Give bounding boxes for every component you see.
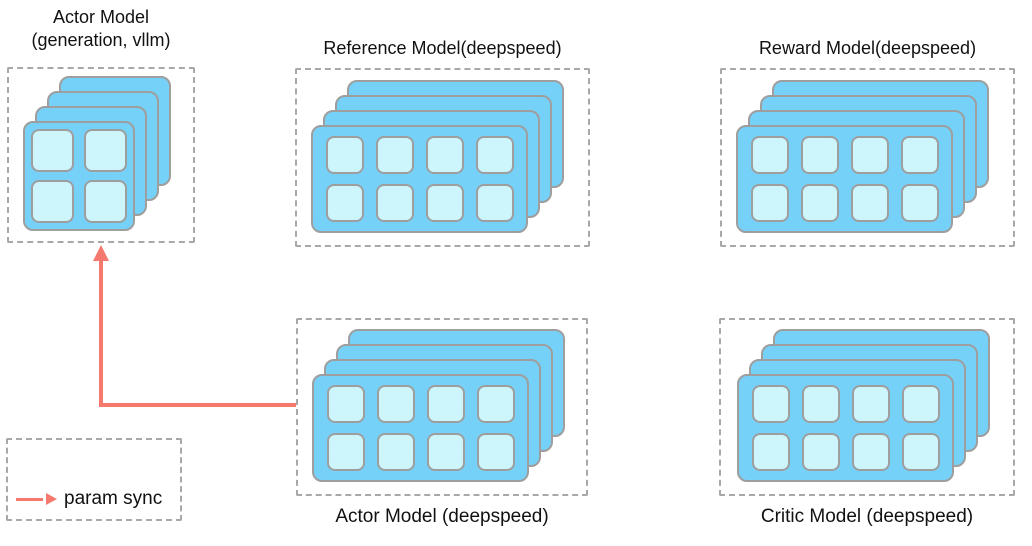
group-title-actor-vllm: Actor Model (generation, vllm)	[0, 6, 202, 52]
param-sync-arrowhead-icon	[93, 245, 109, 261]
gpu-cell-grid	[739, 376, 952, 480]
gpu-cell	[800, 136, 839, 174]
gpu-cell	[84, 129, 127, 172]
group-title-line: Reward Model(deepspeed)	[758, 38, 977, 58]
gpu-cell	[375, 136, 414, 174]
gpu-cell	[751, 385, 790, 423]
gpu-cell-grid	[313, 127, 526, 231]
gpu-cell	[31, 129, 74, 172]
gpu-card-stack	[23, 76, 171, 231]
gpu-cell	[376, 385, 415, 423]
gpu-cell	[325, 184, 364, 222]
gpu-cell	[900, 136, 939, 174]
group-title-critic: Critic Model (deepspeed)	[719, 505, 1015, 528]
worker-group-box-critic	[719, 318, 1015, 496]
gpu-shard-card	[736, 125, 953, 233]
gpu-cell	[475, 136, 514, 174]
gpu-card-stack	[737, 329, 990, 482]
gpu-cell	[375, 184, 414, 222]
gpu-cell	[31, 180, 74, 223]
gpu-cell	[851, 385, 890, 423]
gpu-cell	[750, 184, 789, 222]
param-sync-arrow-horizontal-segment	[99, 403, 296, 407]
gpu-cell	[800, 184, 839, 222]
gpu-cell	[801, 385, 840, 423]
gpu-cell	[901, 433, 940, 471]
gpu-cell	[426, 385, 465, 423]
worker-group-box-reward	[720, 68, 1015, 247]
gpu-cell	[425, 184, 464, 222]
param-sync-arrow-vertical-segment	[99, 258, 103, 407]
gpu-cell	[750, 136, 789, 174]
gpu-cell	[325, 136, 364, 174]
gpu-cell	[84, 180, 127, 223]
gpu-cell	[426, 433, 465, 471]
group-title-reward: Reward Model(deepspeed)	[720, 37, 1015, 60]
gpu-cell-grid	[314, 376, 527, 480]
group-title-line: Actor Model	[52, 7, 150, 27]
param-sync-arrow-icon	[16, 497, 43, 501]
group-title-line: Actor Model (deepspeed)	[335, 506, 549, 527]
group-title-line: (generation, vllm)	[31, 30, 171, 50]
gpu-shard-card	[312, 374, 529, 482]
worker-group-box-reference	[295, 68, 590, 247]
group-title-reference: Reference Model(deepspeed)	[295, 37, 590, 60]
gpu-cell	[901, 385, 940, 423]
worker-group-box-actor-vllm	[7, 67, 195, 243]
gpu-card-stack	[312, 329, 565, 482]
gpu-cell	[326, 433, 365, 471]
gpu-cell	[801, 433, 840, 471]
gpu-cell	[425, 136, 464, 174]
gpu-cell	[751, 433, 790, 471]
gpu-cell	[476, 385, 515, 423]
param-sync-arrowhead-icon	[46, 493, 57, 505]
worker-group-box-actor-deepspeed	[296, 318, 588, 496]
gpu-cell-grid	[25, 123, 133, 229]
legend-label: param sync	[64, 488, 163, 509]
group-title-line: Critic Model (deepspeed)	[760, 506, 974, 527]
gpu-cell	[476, 433, 515, 471]
gpu-cell	[850, 184, 889, 222]
gpu-cell	[376, 433, 415, 471]
legend-entry-param-sync: param sync	[16, 488, 162, 510]
gpu-shard-card	[23, 121, 135, 231]
gpu-cell	[900, 184, 939, 222]
gpu-cell	[475, 184, 514, 222]
gpu-card-stack	[311, 80, 564, 233]
group-title-actor-deepspeed: Actor Model (deepspeed)	[296, 505, 588, 528]
legend-box: param sync	[6, 438, 182, 521]
gpu-cell	[851, 433, 890, 471]
gpu-cell-grid	[738, 127, 951, 231]
gpu-card-stack	[736, 80, 989, 233]
gpu-shard-card	[737, 374, 954, 482]
group-title-line: Reference Model(deepspeed)	[323, 38, 562, 58]
gpu-cell	[326, 385, 365, 423]
gpu-cell	[850, 136, 889, 174]
gpu-shard-card	[311, 125, 528, 233]
